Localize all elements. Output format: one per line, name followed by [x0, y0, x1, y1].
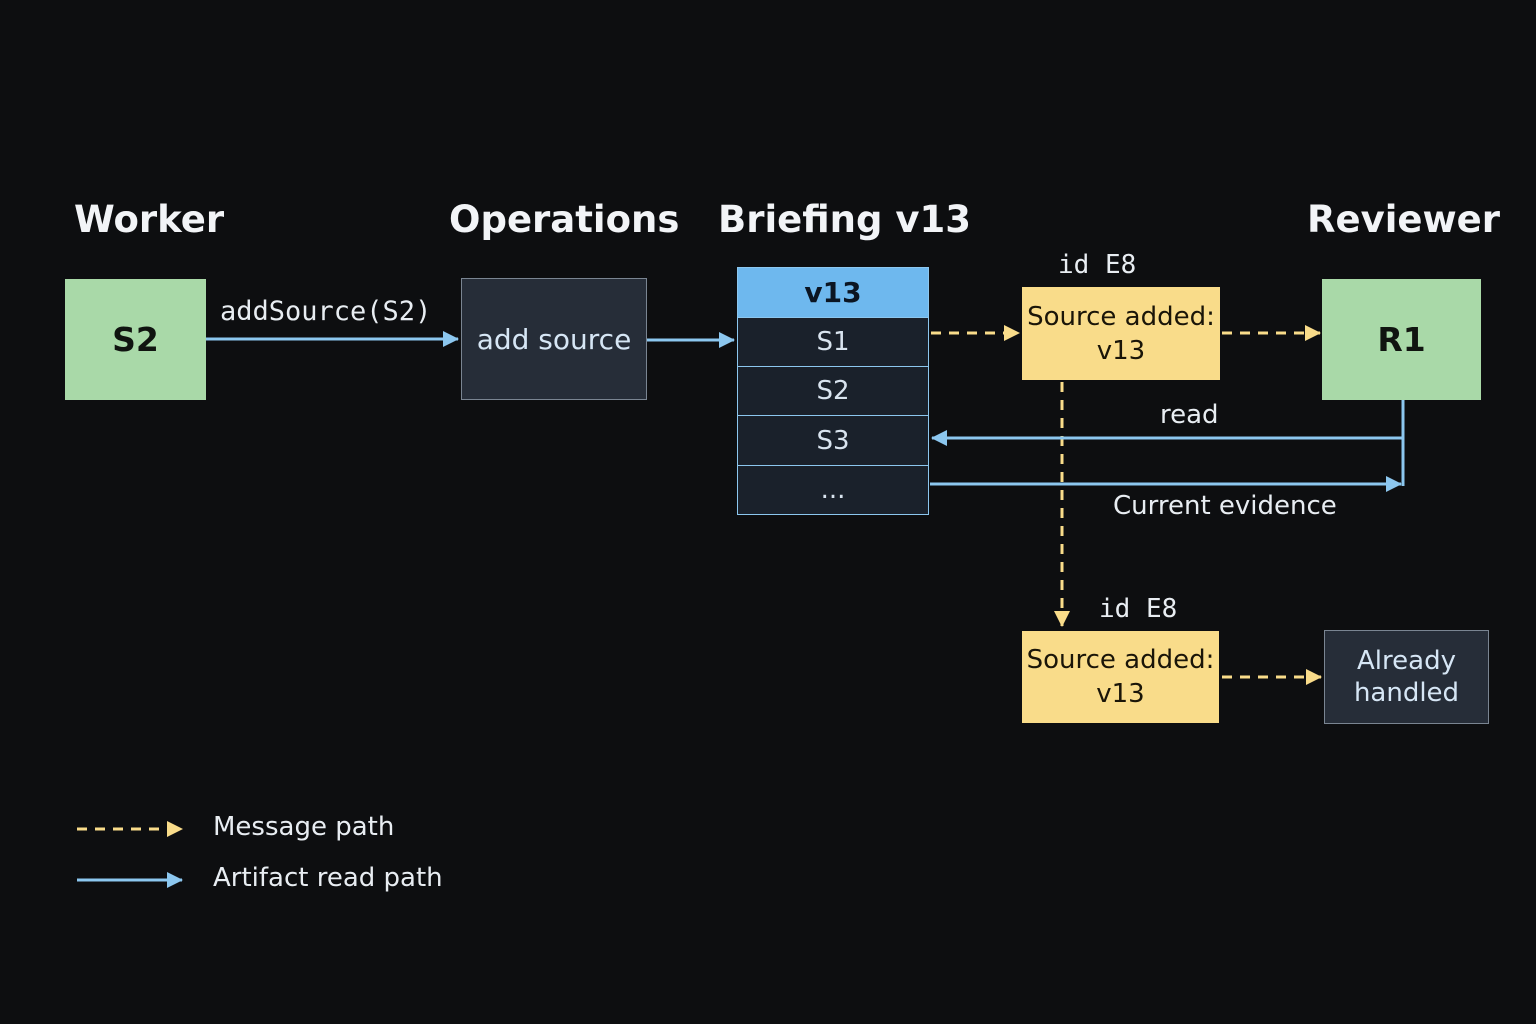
briefing-version-header: v13 [737, 267, 929, 318]
reviewer-label: R1 [1377, 320, 1426, 359]
notice-top-label: Source added: v13 [1027, 301, 1215, 366]
worker-source-box: S2 [65, 279, 206, 400]
notice-top-box: Source added: v13 [1022, 287, 1220, 380]
briefing-row-label: S1 [816, 327, 850, 357]
worker-source-label: S2 [112, 320, 159, 359]
notice-bottom-box: Source added: v13 [1022, 631, 1219, 723]
already-handled-label: Already handled [1353, 646, 1460, 708]
briefing-row-label: ... [820, 475, 846, 505]
briefing-version-label: v13 [804, 276, 862, 309]
briefing-row: S3 [737, 416, 929, 466]
legend-message-path-label: Message path [213, 812, 395, 842]
briefing-stack: v13 S1 S2 S3 ... [737, 267, 929, 515]
reviewer-box: R1 [1322, 279, 1481, 400]
message-id-top: id E8 [1058, 250, 1137, 280]
heading-briefing: Briefing v13 [718, 198, 971, 241]
briefing-row: S1 [737, 318, 929, 367]
heading-worker: Worker [74, 198, 225, 241]
heading-reviewer: Reviewer [1307, 198, 1501, 241]
read-label: read [1160, 400, 1219, 430]
legend-artifact-read-path-label: Artifact read path [213, 863, 443, 893]
operations-action-label: add source [476, 322, 632, 356]
briefing-row: S2 [737, 367, 929, 416]
add-source-call-label: addSource(S2) [220, 296, 432, 327]
current-evidence-label: Current evidence [1113, 491, 1337, 521]
briefing-row-label: S2 [816, 376, 850, 406]
notice-bottom-label: Source added: v13 [1026, 645, 1215, 709]
already-handled-box: Already handled [1324, 630, 1489, 724]
briefing-row-label: S3 [816, 425, 850, 456]
briefing-row: ... [737, 466, 929, 515]
heading-operations: Operations [449, 198, 680, 241]
message-id-bottom: id E8 [1099, 594, 1178, 624]
operations-action-box: add source [461, 278, 647, 400]
